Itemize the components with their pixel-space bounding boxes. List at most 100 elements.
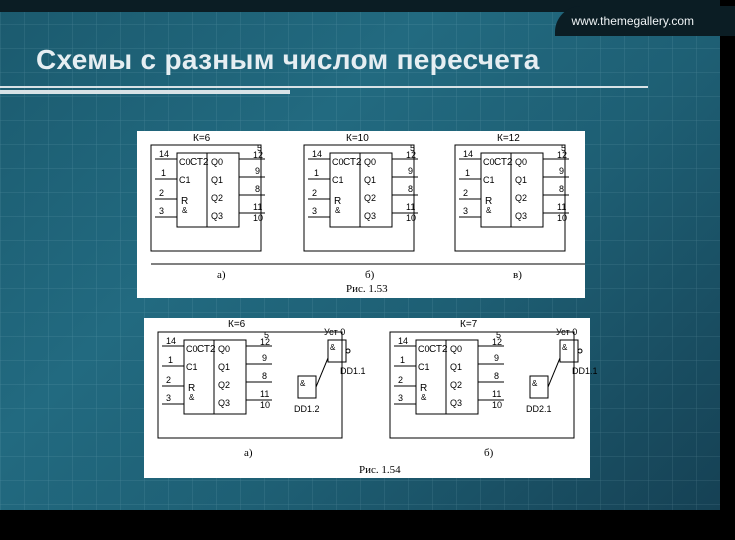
pin-1: 1 xyxy=(400,355,405,365)
q0-label: Q0 xyxy=(211,157,223,167)
pin-9: 9 xyxy=(494,353,499,363)
and-label: & xyxy=(189,393,195,402)
c0-label: С0 xyxy=(483,157,495,167)
pin-5: 5 xyxy=(264,330,269,340)
pin-11: 11 xyxy=(253,202,262,212)
pin-1: 1 xyxy=(161,168,166,178)
pin-8: 8 xyxy=(408,184,413,194)
c0-label: С0 xyxy=(186,344,198,354)
q2-label: Q2 xyxy=(515,193,527,203)
subcaption-b: б) xyxy=(484,447,494,459)
r-label: R xyxy=(334,196,341,207)
pin-8: 8 xyxy=(494,371,499,381)
pin-14: 14 xyxy=(166,336,176,346)
and-label: & xyxy=(421,393,427,402)
pin-11: 11 xyxy=(557,202,566,212)
k-label: К=12 xyxy=(497,133,520,144)
set-zero-label: Уст 0 xyxy=(556,327,577,337)
chip-name: СТ2 xyxy=(197,344,216,355)
pin-8: 8 xyxy=(559,184,564,194)
pin-9: 9 xyxy=(408,166,413,176)
pin-10: 10 xyxy=(253,213,263,223)
gate1-amp: & xyxy=(330,343,336,352)
counter-chip xyxy=(329,152,393,228)
q3-label: Q3 xyxy=(450,398,462,408)
pin-12: 12 xyxy=(260,337,270,347)
k-label: К=10 xyxy=(346,133,369,144)
pin-14: 14 xyxy=(312,149,322,159)
gate1-inverter xyxy=(345,348,351,354)
pin-10: 10 xyxy=(492,400,502,410)
q0-label: Q0 xyxy=(450,344,462,354)
feedback-frame xyxy=(454,144,566,252)
pin-2: 2 xyxy=(398,375,403,385)
pin-5: 5 xyxy=(257,143,262,153)
chip-name: СТ2 xyxy=(190,157,209,168)
pin-5: 5 xyxy=(496,330,501,340)
k-label: К=6 xyxy=(193,133,211,144)
pin-3: 3 xyxy=(463,206,468,216)
pin-3: 3 xyxy=(159,206,164,216)
gate1-inverter xyxy=(577,348,583,354)
title-rule-accent xyxy=(0,90,290,94)
q3-label: Q3 xyxy=(515,211,527,221)
q1-label: Q1 xyxy=(515,175,527,185)
q2-label: Q2 xyxy=(218,380,230,390)
c1-label: С1 xyxy=(179,175,191,185)
pin-12: 12 xyxy=(557,150,567,160)
subcaption-v: в) xyxy=(513,269,522,281)
chip-name: СТ2 xyxy=(494,157,513,168)
figure-caption: Рис. 1.54 xyxy=(359,464,401,476)
pin-10: 10 xyxy=(557,213,567,223)
pin-1: 1 xyxy=(314,168,319,178)
site-url: www.themegallery.com xyxy=(571,14,694,28)
counter-chip xyxy=(415,339,479,415)
and-label: & xyxy=(182,206,188,215)
q1-label: Q1 xyxy=(364,175,376,185)
subcaption-b: б) xyxy=(365,269,375,281)
pin-2: 2 xyxy=(463,188,468,198)
pin-1: 1 xyxy=(168,355,173,365)
gate2-amp: & xyxy=(300,379,306,388)
chip-name: СТ2 xyxy=(343,157,362,168)
pin-12: 12 xyxy=(406,150,416,160)
and-label: & xyxy=(335,206,341,215)
title-rule xyxy=(0,86,648,88)
q2-label: Q2 xyxy=(450,380,462,390)
k-label: К=7 xyxy=(460,319,478,330)
pin-11: 11 xyxy=(260,389,269,399)
and-label: & xyxy=(486,206,492,215)
gate1-label: DD1.1 xyxy=(572,366,598,376)
pin-9: 9 xyxy=(559,166,564,176)
c1-label: С1 xyxy=(418,362,430,372)
pin-14: 14 xyxy=(159,149,169,159)
header-curve xyxy=(555,6,735,36)
counter-chip xyxy=(480,152,544,228)
q1-label: Q1 xyxy=(450,362,462,372)
q3-label: Q3 xyxy=(211,211,223,221)
pin-1: 1 xyxy=(465,168,470,178)
counter-chip xyxy=(183,339,247,415)
wire-gate-link xyxy=(315,357,329,388)
q0-label: Q0 xyxy=(364,157,376,167)
q0-label: Q0 xyxy=(515,157,527,167)
pin-2: 2 xyxy=(166,375,171,385)
feedback-frame xyxy=(150,144,262,252)
r-label: R xyxy=(420,383,427,394)
pin-10: 10 xyxy=(260,400,270,410)
counter-chip xyxy=(176,152,240,228)
c0-label: С0 xyxy=(179,157,191,167)
q2-label: Q2 xyxy=(364,193,376,203)
pin-8: 8 xyxy=(255,184,260,194)
feedback-frame xyxy=(303,144,415,252)
gate2-amp: & xyxy=(532,379,538,388)
c1-label: С1 xyxy=(483,175,495,185)
chip-name: СТ2 xyxy=(429,344,448,355)
q2-label: Q2 xyxy=(211,193,223,203)
r-label: R xyxy=(188,383,195,394)
pin-10: 10 xyxy=(406,213,416,223)
c1-label: С1 xyxy=(186,362,198,372)
